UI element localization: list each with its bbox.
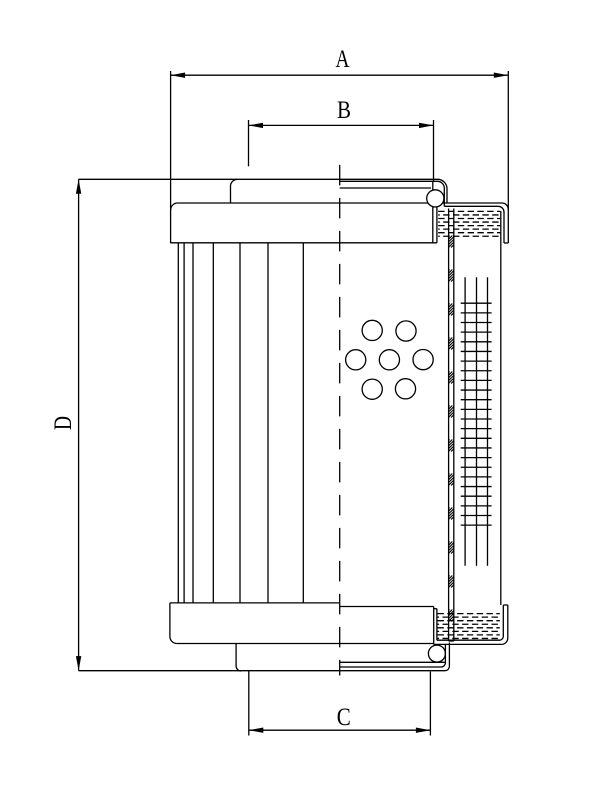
svg-text:A: A: [336, 46, 350, 73]
svg-text:D: D: [50, 416, 77, 430]
svg-text:B: B: [337, 97, 351, 124]
svg-text:C: C: [337, 704, 351, 731]
